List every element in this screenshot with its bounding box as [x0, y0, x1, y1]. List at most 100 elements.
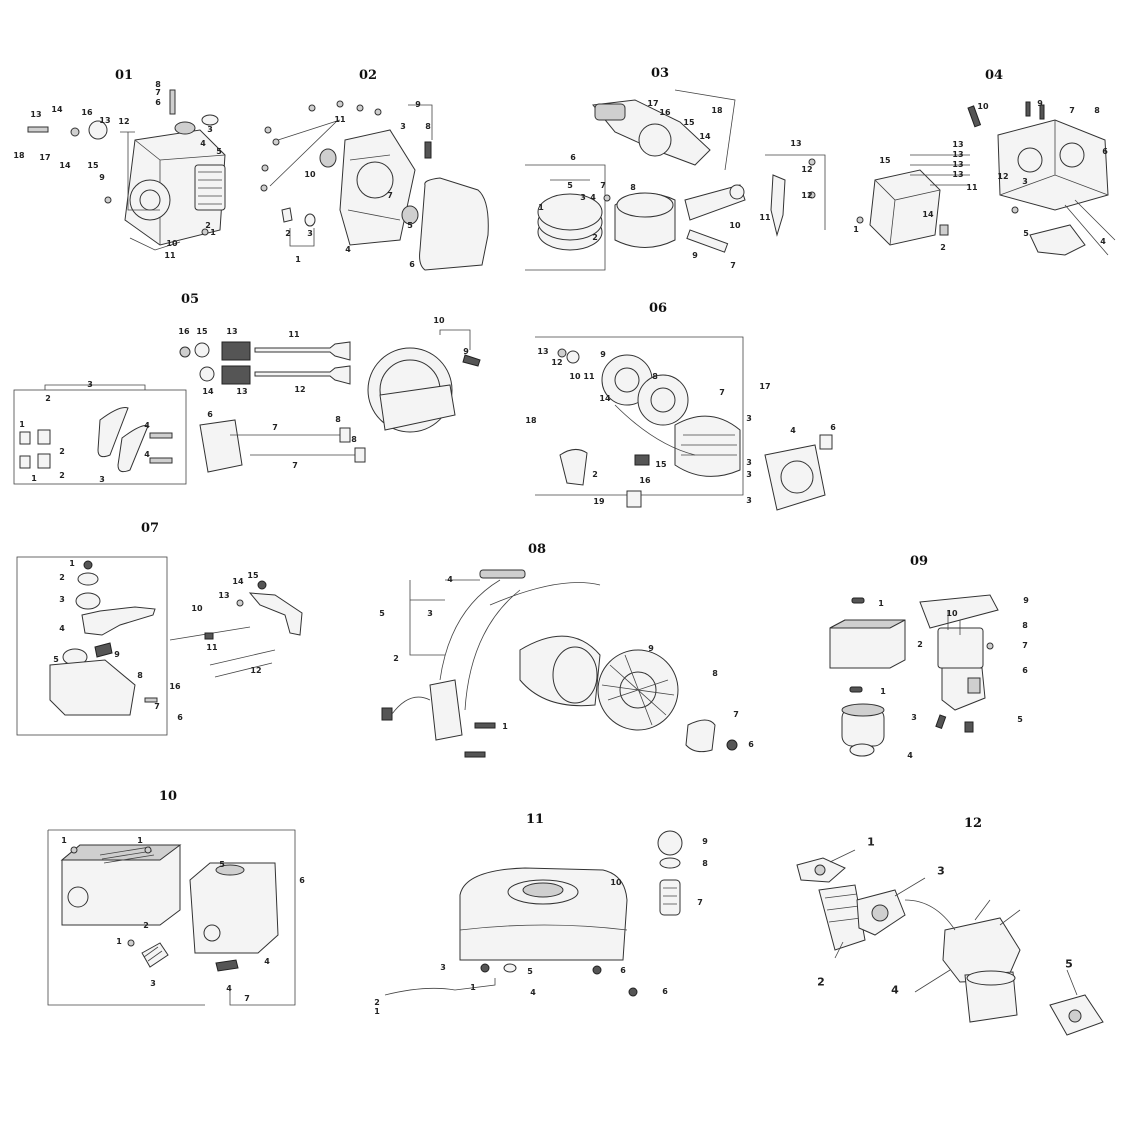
- callout-label: 15: [247, 571, 259, 580]
- callout-label: 8: [351, 435, 357, 444]
- callout-label: 10: [610, 878, 622, 887]
- callout-label: 1: [210, 228, 216, 237]
- air-cleaner-drawing: [829, 594, 999, 757]
- callout-label: 16: [659, 108, 671, 117]
- callout-label: 13: [952, 170, 964, 179]
- callout-label: 8: [335, 415, 341, 424]
- callout-label: 9: [114, 650, 120, 659]
- callout-label: 4: [59, 624, 65, 633]
- callout-label: 5: [1017, 715, 1023, 724]
- callout-label: 10: [166, 239, 178, 248]
- callout-label: 10: [946, 609, 958, 618]
- panel-title: 02: [358, 68, 378, 83]
- callout-label: 4: [1100, 237, 1106, 246]
- callout-label: 19: [593, 497, 605, 506]
- callout-label: 10: [569, 372, 581, 381]
- callout-label: 9: [415, 100, 421, 109]
- callout-label: 3: [746, 496, 752, 505]
- panel-12-carburetor: 12 1 3 2 4 5: [785, 810, 1125, 1050]
- callout-label: 7: [387, 191, 393, 200]
- callout-label: 3: [746, 414, 752, 423]
- callout-label: 12: [250, 666, 262, 675]
- callout-label: 14: [922, 210, 934, 219]
- panel-04-cylinder-head: 04 10 9 7 8 6 15 13 13 13 13 11 12 14 3: [840, 60, 1125, 280]
- panel-11-fuel-tank: 11 9 8 10 7 3 5 6 1 4 2 1 6: [365, 810, 725, 1025]
- panel-title: 05: [180, 292, 200, 307]
- callout-label: 4: [226, 984, 232, 993]
- callout-label: 6: [177, 713, 183, 722]
- callout-label: 1: [878, 599, 884, 608]
- crankcase-drawing: [27, 89, 226, 251]
- callout-label: 1: [470, 983, 476, 992]
- callout-label: 4: [530, 988, 536, 997]
- callout-label: 7: [697, 898, 703, 907]
- callout-label: 3: [937, 864, 945, 878]
- callout-label: 14: [202, 387, 214, 396]
- callout-label: 10: [433, 316, 445, 325]
- callout-label: 14: [699, 132, 711, 141]
- callout-label: 13: [952, 160, 964, 169]
- callout-label: 13: [952, 140, 964, 149]
- callout-label: 7: [155, 88, 161, 97]
- callout-label: 16: [81, 108, 93, 117]
- callout-label: 2: [59, 471, 65, 480]
- callout-label: 5: [216, 147, 222, 156]
- callout-label: 16: [169, 682, 181, 691]
- panel-10-muffler: 10 1 1 5 6 1 2 3 4 4 7: [40, 785, 320, 1010]
- callout-label: 3: [59, 595, 65, 604]
- callout-label: 14: [599, 394, 611, 403]
- callout-label: 8: [137, 671, 143, 680]
- callout-label: 2: [59, 447, 65, 456]
- callout-label: 18: [13, 151, 25, 160]
- callout-label: 2: [374, 998, 380, 1007]
- panel-08-ignition-flywheel: 08 4 5 3 2 9 8 1 7 6: [370, 540, 770, 780]
- callout-label: 16: [178, 327, 190, 336]
- callout-label: 6: [1102, 147, 1108, 156]
- callout-label: 5: [1023, 229, 1029, 238]
- callout-label: 5: [407, 221, 413, 230]
- callout-label: 13: [218, 591, 230, 600]
- callout-label: 5: [527, 967, 533, 976]
- callout-label: 6: [620, 966, 626, 975]
- callout-label: 2: [59, 573, 65, 582]
- callout-label: 18: [711, 106, 723, 115]
- callout-label: 14: [59, 161, 71, 170]
- callout-label: 2: [285, 229, 291, 238]
- callout-label: 8: [630, 183, 636, 192]
- panel-title: 03: [650, 66, 670, 81]
- callout-label: 4: [891, 983, 899, 997]
- callout-label: 2: [393, 654, 399, 663]
- callout-label: 1: [853, 225, 859, 234]
- carburetor-drawing: [796, 849, 1104, 1036]
- callout-label: 13: [236, 387, 248, 396]
- callout-label: 1: [137, 836, 143, 845]
- callout-label: 3: [1022, 177, 1028, 186]
- callout-label: 15: [879, 156, 891, 165]
- callout-label: 8: [712, 669, 718, 678]
- callout-label: 3: [746, 470, 752, 479]
- callout-label: 4: [144, 450, 150, 459]
- callout-label: 3: [427, 609, 433, 618]
- callout-label: 11: [206, 643, 218, 652]
- panel-02-side-cover: 02 11 9 3 8 10 7 5 2 3 1 4 6: [250, 60, 500, 280]
- callout-label: 6: [299, 876, 305, 885]
- callout-label: 8: [425, 122, 431, 131]
- callout-label: 3: [911, 713, 917, 722]
- callout-label: 9: [99, 173, 105, 182]
- callout-label: 6: [662, 987, 668, 996]
- callout-label: 11: [583, 372, 595, 381]
- callout-label: 3: [400, 122, 406, 131]
- callout-label: 4: [264, 957, 270, 966]
- callout-label: 6: [409, 260, 415, 269]
- cylinder-head-drawing: [856, 101, 1116, 256]
- callout-label: 4: [447, 575, 453, 584]
- callout-label: 7: [154, 702, 160, 711]
- callout-label: 9: [702, 837, 708, 846]
- callout-label: 1: [880, 687, 886, 696]
- callout-label: 3: [87, 380, 93, 389]
- callout-label: 1: [538, 203, 544, 212]
- callout-label: 18: [525, 416, 537, 425]
- callout-label: 5: [219, 860, 225, 869]
- callout-label: 6: [207, 410, 213, 419]
